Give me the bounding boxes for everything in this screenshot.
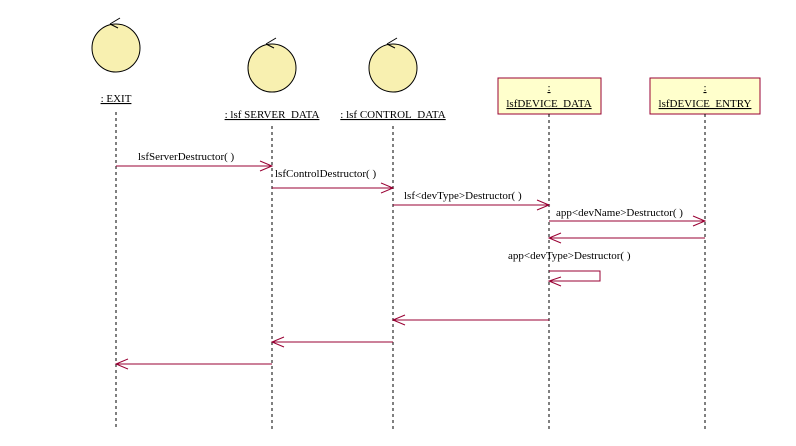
message-5: [547, 232, 705, 244]
open-arrowhead-icon: [692, 215, 707, 227]
control-arrow-icon: [265, 37, 277, 49]
open-arrowhead-icon: [270, 336, 285, 348]
object-label: lsfDEVICE_DATA: [506, 98, 591, 110]
object-colon: :: [703, 82, 706, 94]
object-server: : lsf SERVER_DATA: [225, 37, 320, 430]
message-4: app<devName>Destructor( ): [549, 207, 707, 227]
open-arrowhead-icon: [536, 199, 551, 211]
object-box: [497, 77, 602, 115]
object-control: : lsf CONTROL_DATA: [340, 37, 446, 430]
message-9: [114, 358, 272, 370]
object-box: [649, 77, 761, 115]
message-6: app<devType>Destructor( ): [508, 250, 631, 287]
control-arrow-icon: [386, 37, 398, 49]
object-label: : lsf CONTROL_DATA: [340, 109, 446, 121]
message-label: lsfControlDestructor( ): [275, 168, 376, 180]
message-7: [391, 314, 549, 326]
open-arrowhead-icon: [380, 182, 395, 194]
message-label: app<devType>Destructor( ): [508, 250, 631, 262]
message-2: lsfControlDestructor( ): [272, 168, 395, 194]
object-label: : lsf SERVER_DATA: [225, 109, 320, 121]
message-label: app<devName>Destructor( ): [556, 207, 683, 219]
open-arrowhead-icon: [547, 276, 562, 287]
control-icon: [247, 43, 297, 93]
message-1: lsfServerDestructor( ): [116, 151, 274, 172]
object-label: lsfDEVICE_ENTRY: [659, 98, 752, 110]
open-arrowhead-icon: [114, 358, 129, 370]
message-label: lsfServerDestructor( ): [138, 151, 235, 163]
control-icon: [91, 23, 141, 73]
control-arrow-icon: [109, 17, 121, 29]
message-label: lsf<devType>Destructor( ): [404, 190, 522, 202]
message-8: [270, 336, 393, 348]
open-arrowhead-icon: [547, 232, 562, 244]
self-message-line: [549, 270, 601, 282]
control-icon: [368, 43, 418, 93]
object-exit: : EXIT: [91, 17, 141, 430]
open-arrowhead-icon: [259, 160, 274, 172]
object-colon: :: [547, 82, 550, 94]
object-entry: : lsfDEVICE_ENTRY: [649, 77, 761, 430]
object-label: : EXIT: [101, 93, 132, 105]
message-3: lsf<devType>Destructor( ): [393, 190, 551, 211]
open-arrowhead-icon: [391, 314, 406, 326]
object-device: : lsfDEVICE_DATA: [497, 77, 602, 430]
